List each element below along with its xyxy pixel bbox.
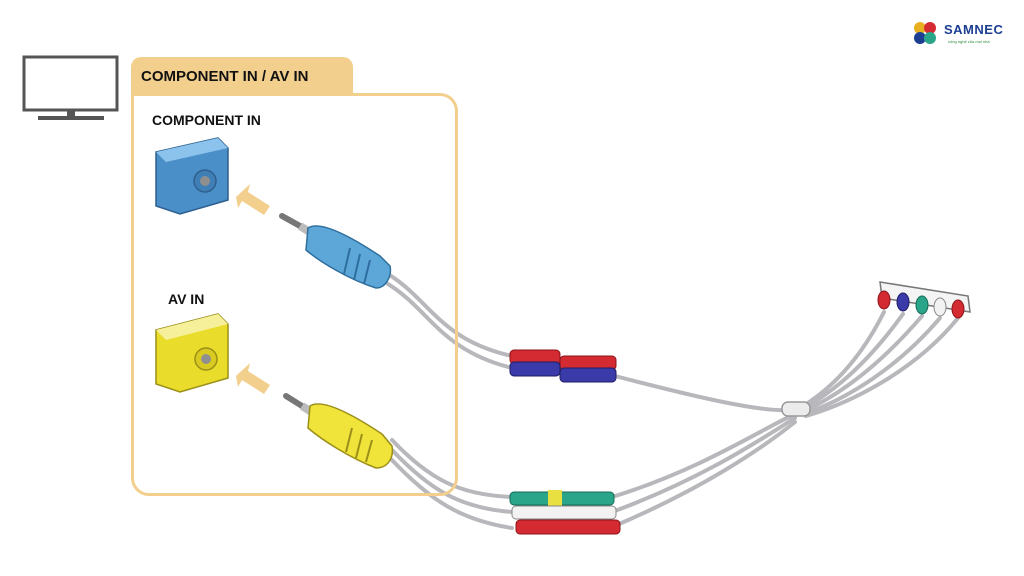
- samnec-logo-icon: [914, 22, 936, 44]
- av-plug: [283, 393, 394, 469]
- component-in-label: COMPONENT IN: [152, 112, 261, 128]
- component-plug: [279, 213, 392, 289]
- panel-tab: [131, 57, 353, 95]
- logo-tagline: công nghệ của mọi nhà: [948, 39, 990, 44]
- rca-connector-block: [877, 281, 971, 319]
- rca-triple: [509, 490, 621, 535]
- arrow-icon: [236, 184, 270, 394]
- component-port-icon: [155, 137, 229, 215]
- panel-box: [131, 93, 458, 496]
- panel-title: COMPONENT IN / AV IN: [141, 68, 309, 85]
- logo-name: SAMNEC: [944, 22, 1004, 37]
- cable-wires: [386, 272, 960, 530]
- av-in-label: AV IN: [168, 291, 205, 307]
- cable-tie: [781, 401, 811, 417]
- av-port-icon: [155, 313, 229, 393]
- tv-icon: [22, 55, 119, 120]
- rca-pair-red-blue: [509, 349, 617, 383]
